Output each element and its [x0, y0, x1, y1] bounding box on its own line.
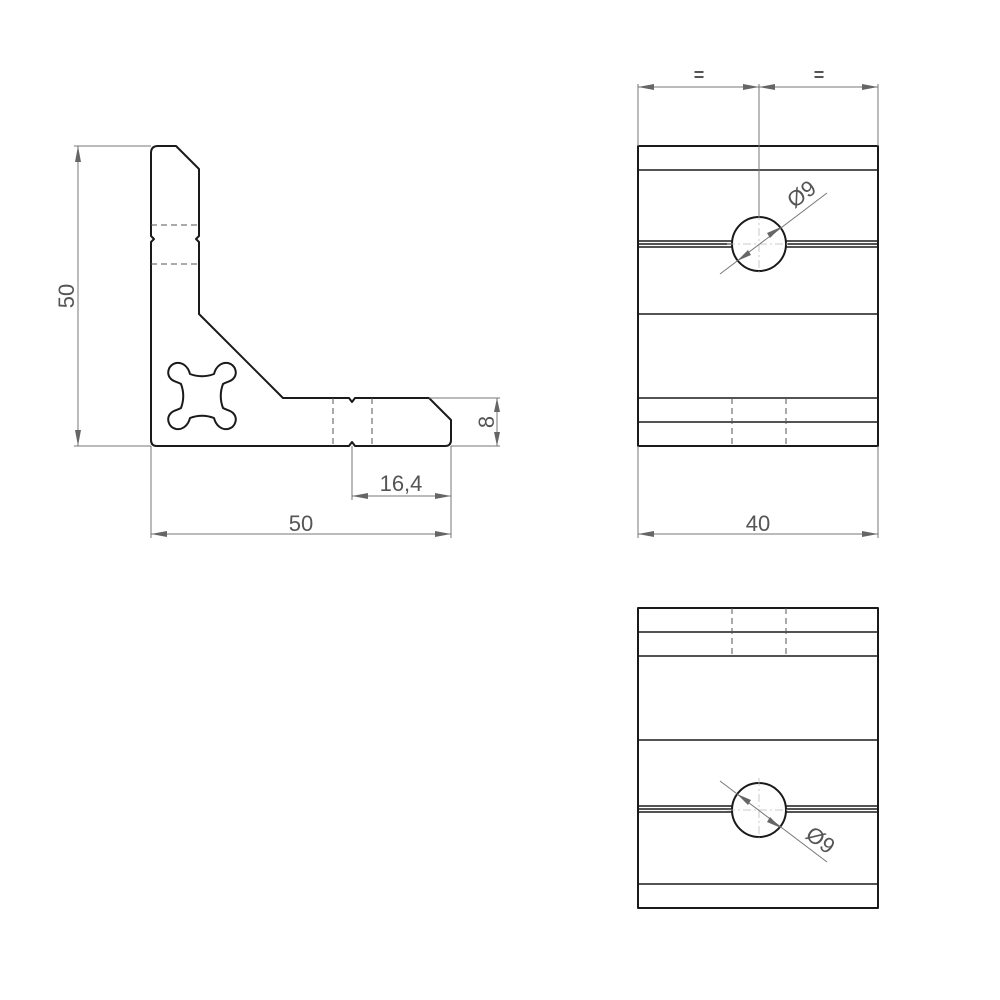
arrow-icon	[435, 531, 451, 537]
arrow-icon	[743, 84, 759, 90]
bracket-profile-outline	[150, 145, 452, 447]
top-view: Ø9 = = 40	[637, 65, 879, 538]
dim-thickness-label: 8	[474, 416, 499, 428]
arrow-icon	[767, 227, 781, 238]
arrow-icon	[494, 432, 500, 446]
arrow-icon	[862, 84, 878, 90]
arrow-icon	[767, 817, 781, 828]
dim-slot-offset-label: 16,4	[380, 471, 423, 496]
arrow-icon	[759, 84, 775, 90]
dim-width-label: 40	[746, 511, 770, 536]
arrow-icon	[75, 430, 81, 446]
side-view: 50 50 16,4 8	[54, 145, 500, 538]
arrow-icon	[151, 531, 167, 537]
arrow-icon	[862, 531, 878, 537]
arrow-icon	[352, 493, 368, 499]
arrow-icon	[737, 794, 751, 805]
dim-width-label: 50	[289, 511, 313, 536]
arrow-icon	[638, 84, 654, 90]
dim-hole-diameter-label: Ø9	[782, 175, 820, 213]
arrow-icon	[435, 493, 451, 499]
dim-hole-diameter-label: Ø9	[801, 821, 839, 859]
arrow-icon	[638, 531, 654, 537]
equal-sign-left: =	[694, 65, 705, 85]
equal-sign-right: =	[814, 65, 825, 85]
arrow-icon	[494, 398, 500, 412]
arrow-icon	[737, 250, 751, 261]
front-view-outline	[637, 607, 879, 909]
arrow-icon	[75, 146, 81, 162]
front-view: Ø9	[637, 607, 879, 909]
cross-slot-cutout	[167, 361, 237, 431]
top-view-outline	[637, 145, 879, 447]
dim-height-label: 50	[54, 284, 79, 308]
